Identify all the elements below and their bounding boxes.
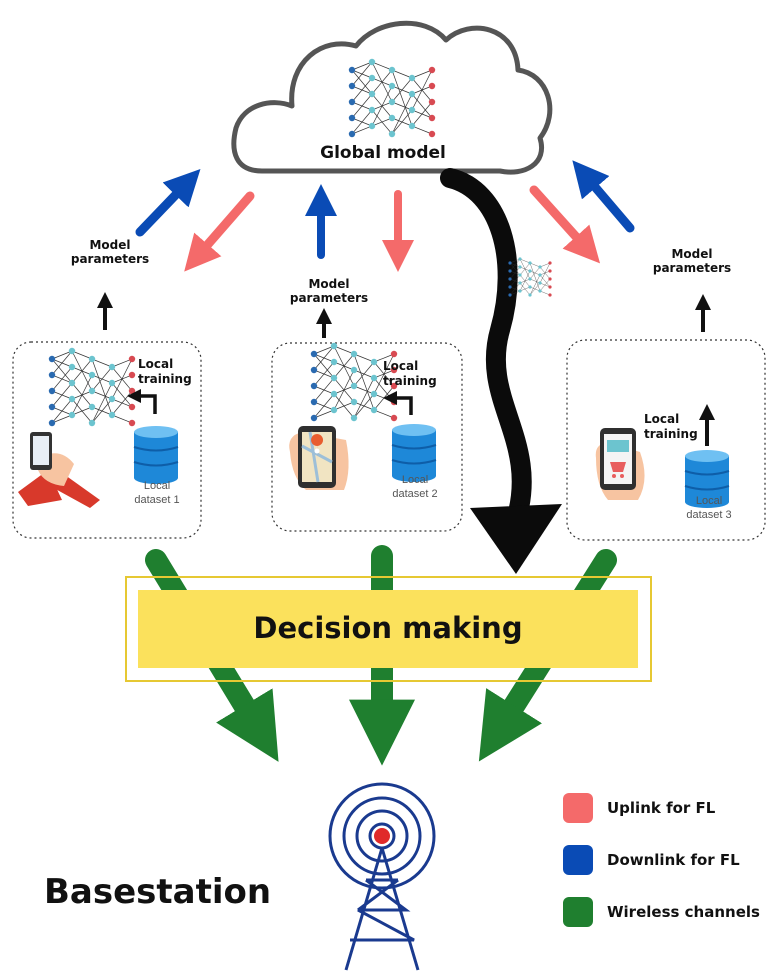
client-1-params-label: Model parameters <box>70 238 150 267</box>
client-2-params-label: Model parameters <box>289 277 369 306</box>
client-1-dataset-label: Local dataset 1 <box>134 480 180 506</box>
downlink-arrow-client-1 <box>135 169 201 237</box>
training-arrow-2 <box>383 391 413 415</box>
legend-item-uplink: Uplink for FL <box>563 793 715 823</box>
hand-phone-illustration-1 <box>18 432 100 508</box>
hand-map-phone-illustration <box>289 426 349 490</box>
cloud-shape <box>231 20 553 175</box>
uplink-arrow-client-1 <box>184 191 255 272</box>
decision-box-outer <box>125 576 652 682</box>
legend-swatch-wireless <box>563 897 593 927</box>
legend-swatch-uplink <box>563 793 593 823</box>
client-3-params-label: Model parameters <box>652 247 732 276</box>
legend-label-downlink: Downlink for FL <box>607 851 740 869</box>
global-to-decision-arrowhead <box>470 504 562 574</box>
legend-label-wireless: Wireless channels <box>607 903 760 921</box>
basestation-antenna-dot <box>374 828 390 844</box>
legend-item-downlink: Downlink for FL <box>563 845 740 875</box>
decision-box <box>138 590 638 668</box>
client-1-training-label: Local training <box>138 357 192 386</box>
client-2-training-label: Local training <box>383 359 437 388</box>
legend-label-uplink: Uplink for FL <box>607 799 716 817</box>
training-arrow-1 <box>127 389 157 414</box>
global-to-decision-arrow <box>440 168 532 530</box>
basestation-tower-icon <box>328 782 436 971</box>
legend-item-wireless: Wireless channels <box>563 897 760 927</box>
downlink-arrow-client-3 <box>572 160 635 233</box>
client-3-training-label: Local training <box>644 412 698 441</box>
decision-label: Decision making <box>253 611 523 645</box>
client-3-dataset-label: Local dataset 3 <box>686 495 732 521</box>
basestation-label: Basestation <box>44 872 272 912</box>
database-icon-1 <box>133 425 179 485</box>
uplink-arrow-client-3 <box>529 185 601 264</box>
client-2-dataset-label: Local dataset 2 <box>392 474 438 500</box>
global-model-title: Global model <box>320 143 446 163</box>
legend-swatch-downlink <box>563 845 593 875</box>
hand-shopping-phone-illustration <box>595 428 645 500</box>
